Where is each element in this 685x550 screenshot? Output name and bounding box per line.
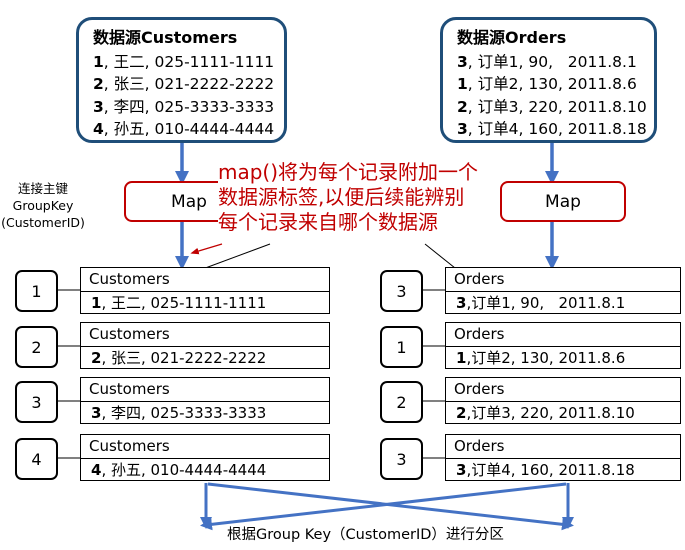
record-tag: Customers <box>81 268 329 292</box>
group-key-box: 3 <box>380 438 423 480</box>
group-key-box: 3 <box>15 381 58 423</box>
group-key-box: 1 <box>15 270 58 312</box>
group-key-box: 1 <box>380 326 423 368</box>
partition-label: 根据Group Key（CustomerID）进行分区 <box>227 527 504 543</box>
map-tag-note: map()将为每个记录附加一个 数据源标签,以便后续能辨别 每个记录来自哪个数据… <box>218 160 479 235</box>
note-line: map()将为每个记录附加一个 <box>218 160 479 184</box>
source-customers-record: 4, 孙五, 010-4444-4444 <box>93 120 275 138</box>
record-value: 3,订单4, 160, 2011.8.18 <box>456 461 635 479</box>
tagged-record-orders: Orders 3,订单4, 160, 2011.8.18 <box>445 434 681 481</box>
source-orders-record: 3, 订单4, 160, 2011.8.18 <box>457 120 647 138</box>
group-key-box: 2 <box>15 326 58 368</box>
record-tag: Orders <box>446 378 680 402</box>
tagged-record-orders: Orders 1,订单2, 130, 2011.8.6 <box>445 322 681 369</box>
record-value: 4, 孙五, 010-4444-4444 <box>91 461 267 479</box>
record-value: 1, 王二, 025-1111-1111 <box>91 294 267 312</box>
source-orders-box: 数据源Orders 3, 订单1, 90, 2011.8.1 1, 订单2, 1… <box>440 17 657 143</box>
tagged-record-customers: Customers 4, 孙五, 010-4444-4444 <box>80 434 330 481</box>
group-key-label: 连接主键 GroupKey (CustomerID) <box>1 181 85 230</box>
record-value: 2, 张三, 021-2222-2222 <box>91 349 267 367</box>
tagged-record-customers: Customers 2, 张三, 021-2222-2222 <box>80 322 330 369</box>
source-customers-record: 1, 王二, 025-1111-1111 <box>93 52 275 71</box>
partition-arrow-cross-to-left <box>200 482 567 531</box>
source-customers-record: 3, 李四, 025-3333-3333 <box>93 97 275 116</box>
record-value: 3,订单1, 90, 2011.8.1 <box>456 294 626 312</box>
record-value: 3, 李四, 025-3333-3333 <box>91 404 267 422</box>
pointer-arrow-red <box>190 243 223 255</box>
source-orders-record: 1, 订单2, 130, 2011.8.6 <box>457 75 637 93</box>
note-line: 每个记录来自哪个数据源 <box>218 210 438 234</box>
group-key-box: 4 <box>15 438 58 480</box>
source-customers-box: 数据源Customers 1, 王二, 025-1111-1111 2, 张三,… <box>76 17 287 143</box>
group-key-box: 3 <box>380 270 423 312</box>
map-box-right: Map <box>500 181 626 222</box>
group-key-box: 2 <box>380 381 423 423</box>
source-orders-title: 数据源Orders <box>457 28 567 47</box>
record-tag: Orders <box>446 435 680 459</box>
source-customers-record: 2, 张三, 021-2222-2222 <box>93 75 275 93</box>
tagged-record-customers: Customers 3, 李四, 025-3333-3333 <box>80 377 330 424</box>
record-value: 1,订单2, 130, 2011.8.6 <box>456 349 626 367</box>
record-tag: Orders <box>446 323 680 347</box>
tagged-record-customers: Customers 1, 王二, 025-1111-1111 <box>80 267 330 314</box>
record-tag: Customers <box>81 435 329 459</box>
record-value: 2,订单3, 220, 2011.8.10 <box>456 404 635 422</box>
record-tag: Orders <box>446 268 680 292</box>
tagged-record-orders: Orders 3,订单1, 90, 2011.8.1 <box>445 267 681 314</box>
source-orders-record: 3, 订单1, 90, 2011.8.1 <box>457 52 637 71</box>
source-orders-record: 2, 订单3, 220, 2011.8.10 <box>457 97 647 116</box>
tagged-record-orders: Orders 2,订单3, 220, 2011.8.10 <box>445 377 681 424</box>
source-customers-title: 数据源Customers <box>93 28 238 47</box>
record-tag: Customers <box>81 378 329 402</box>
record-tag: Customers <box>81 323 329 347</box>
note-line: 数据源标签,以便后续能辨别 <box>218 185 465 209</box>
partition-arrow-cross-to-right <box>207 482 574 531</box>
